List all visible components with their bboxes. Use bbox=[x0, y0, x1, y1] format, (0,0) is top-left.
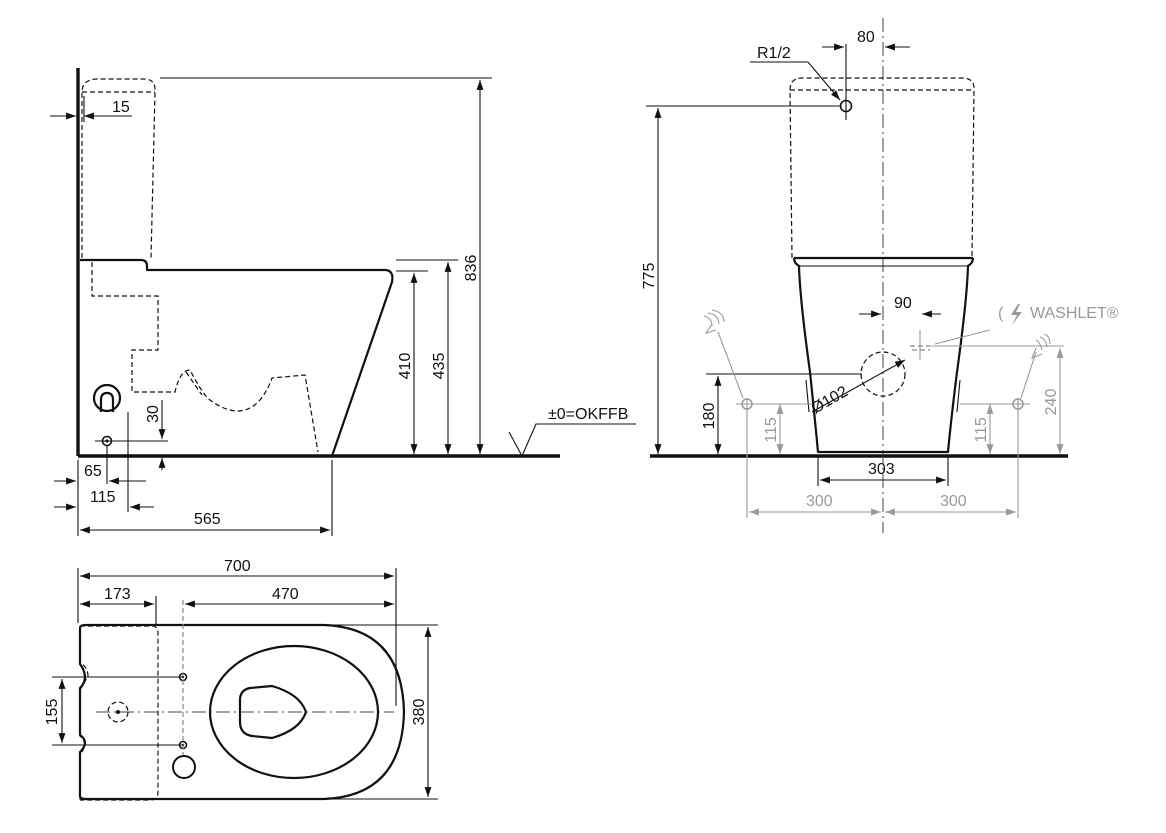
dim-15: 15 bbox=[112, 99, 130, 116]
dim-565: 565 bbox=[194, 511, 221, 528]
dim-300-right: 300 bbox=[940, 493, 967, 510]
side-view: 836 435 410 15 30 65 115 565 bbox=[50, 68, 636, 536]
lightning-icon bbox=[1011, 304, 1022, 325]
dim-115-left: 115 bbox=[763, 417, 780, 443]
dim-303: 303 bbox=[868, 461, 895, 478]
dim-115-side: 115 bbox=[90, 489, 116, 506]
dim-300-left: 300 bbox=[806, 493, 833, 510]
front-bowl-outline bbox=[792, 257, 975, 454]
front-cistern-outline bbox=[789, 77, 975, 259]
dim-115-right: 115 bbox=[973, 417, 990, 443]
dim-o102: Ø102 bbox=[809, 383, 851, 417]
washlet-label: WASHLET® bbox=[1030, 305, 1119, 322]
dim-700: 700 bbox=[224, 558, 251, 575]
svg-text:(: ( bbox=[998, 305, 1004, 322]
dim-775: 775 bbox=[641, 263, 658, 290]
dim-836: 836 bbox=[463, 255, 480, 282]
dim-173: 173 bbox=[104, 586, 131, 603]
dim-435: 435 bbox=[431, 353, 448, 380]
left-water-supply-icon bbox=[703, 309, 744, 399]
floor-reference-mark bbox=[508, 423, 636, 458]
plan-bowl-opening bbox=[238, 684, 308, 740]
dim-r12: R1/2 bbox=[757, 45, 791, 62]
dim-90: 90 bbox=[894, 295, 912, 312]
dim-410: 410 bbox=[397, 353, 414, 380]
waste-socket bbox=[92, 383, 122, 413]
dim-65: 65 bbox=[84, 463, 102, 480]
dim-470: 470 bbox=[272, 586, 299, 603]
bowl-outline bbox=[80, 258, 394, 457]
dim-155: 155 bbox=[44, 699, 61, 726]
front-view: R1/2 80 775 Ø102 180 90 ( WASHLET® bbox=[641, 18, 1119, 533]
washlet-connector bbox=[910, 329, 1064, 351]
floor-reference-label: ±0=OKFFB bbox=[548, 406, 628, 423]
bowl-hidden-rim bbox=[185, 371, 203, 396]
cistern-outline bbox=[81, 78, 156, 259]
dim-180: 180 bbox=[701, 403, 718, 430]
plan-view: 700 173 470 155 380 bbox=[44, 558, 438, 801]
dim-80: 80 bbox=[857, 29, 875, 46]
dim-30: 30 bbox=[145, 405, 162, 423]
dim-380: 380 bbox=[411, 699, 428, 726]
bowl-hidden-trap bbox=[91, 262, 319, 453]
plan-inlet-hole bbox=[172, 755, 196, 779]
plan-drain-hidden bbox=[107, 701, 129, 723]
waste-socket-inner bbox=[99, 391, 115, 412]
right-water-supply-icon bbox=[1020, 333, 1051, 399]
dim-240: 240 bbox=[1043, 389, 1060, 416]
plan-bowl-outer bbox=[78, 623, 406, 801]
